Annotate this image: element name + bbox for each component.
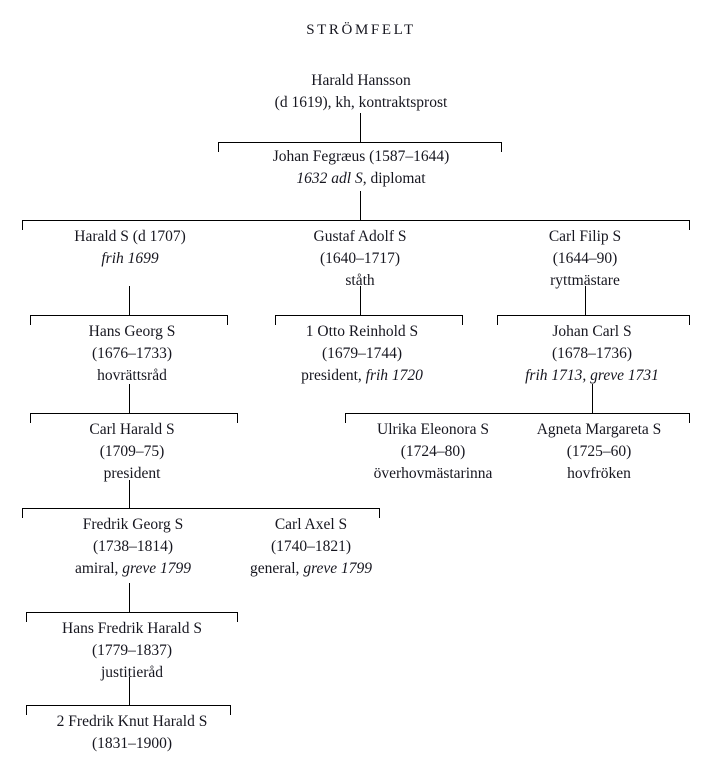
person-line: Fredrik Georg S [82,516,184,533]
person-node-fredrik-knut-harald-s: 2 Fredrik Knut Harald S (1831–1900) [30,711,234,755]
person-line: (d 1619), kh, kontraktsprost [274,94,448,111]
person-text-segment: general, [249,560,304,577]
person-text-segment: president, [301,367,366,384]
person-text-segment: greve 1799 [303,560,373,577]
stem-fegraeus-to-gen3 [360,191,361,221]
rail-hans-fredrik [26,612,238,622]
person-line: Harald Hansson [311,72,411,89]
person-line: Carl Harald S [89,421,175,438]
person-text-segment: amiral, [74,560,123,577]
person-line: 2 Fredrik Knut Harald S [56,713,208,730]
stem-hansfredrik-to-knut [129,677,130,706]
person-node-johan-fegraeus: Johan Fegræus (1587–1644) 1632 adl S, dip… [246,146,476,190]
stem-harald-to-hansgeorg [129,286,130,316]
rail-fredrik-carl [22,508,380,518]
person-line: (1725–60) [566,443,632,460]
person-line: (1724–80) [400,443,466,460]
person-node-carl-harald-s: Carl Harald S (1709–75) president [34,419,230,485]
person-node-otto-reinhold-s: 1 Otto Reinhold S (1679–1744) president, f… [264,321,460,387]
person-line: (1676–1733) [91,345,173,362]
rail-generation-3 [22,220,690,230]
person-line: 1 Otto Reinhold S [305,323,419,340]
person-node-ulrika-eleonora-s: Ulrika Eleonora S (1724–80) överhovmästari… [345,419,521,485]
person-node-hans-fredrik-harald-s: Hans Fredrik Harald S (1779–1837) justitie… [34,618,230,684]
person-line: frih 1699 [101,250,159,267]
rail-fredrik-knut [26,705,231,715]
person-node-harald-hansson: Harald Hansson (d 1619), kh, kontraktspro… [251,70,471,114]
person-line: (1640–1717) [319,250,401,267]
person-line: frih 1713, greve 1731 [525,367,659,384]
person-node-carl-axel-s: Carl Axel S (1740–1821) general, greve 179… [222,514,400,580]
person-line: Agneta Margareta S [536,421,662,438]
person-node-fredrik-georg-s: Fredrik Georg S (1738–1814) amiral, greve … [38,514,228,580]
person-line: (1740–1821) [270,538,352,555]
person-line: Carl Filip S [548,228,622,245]
rail-carl-harald [30,413,238,423]
person-line: Johan Fegræus (1587–1644) [272,148,450,165]
person-line: (1679–1744) [321,345,403,362]
person-line: hovrättsråd [97,367,167,384]
person-line: (1831–1900) [91,735,173,752]
person-node-johan-carl-s: Johan Carl S (1678–1736) frih 1713, greve … [494,321,690,387]
person-node-hans-georg-s: Hans Georg S (1676–1733) hovrättsråd [34,321,230,387]
rail-ulrika-agneta [345,413,690,423]
page-title: STRÖMFELT [306,22,416,38]
person-line: Johan Carl S [552,323,632,340]
person-line: överhovmästarinna [373,465,493,482]
person-line: justitieråd [101,664,163,681]
person-line: (1678–1736) [551,345,633,362]
person-line: (1644–90) [552,250,618,267]
person-line: ståth [345,272,375,289]
person-line: general, greve 1799 [222,558,400,580]
stem-carlfilip-to-johancarl [585,286,586,316]
stem-gustaf-to-otto [360,286,361,316]
person-line: president, frih 1720 [264,365,460,387]
person-line: (1779–1837) [91,642,173,659]
person-line: Carl Axel S [274,516,348,533]
stem-johancarl-to-daughters [592,384,593,414]
person-text-segment: frih 1720 [365,367,423,384]
person-line: Ulrika Eleonora S [377,421,489,438]
person-line: ryttmästare [550,272,620,289]
person-node-agneta-margareta-s: Agneta Margareta S (1725–60) hovfröken [511,419,687,485]
person-line: Hans Georg S [88,323,176,340]
person-node-harald-s: Harald S (d 1707) frih 1699 [30,226,230,270]
person-line: Hans Fredrik Harald S [62,620,202,637]
person-line: 1632 adl S, diplomat [246,168,476,190]
stem-hansson-to-fegraeus [360,113,361,143]
person-text-segment: greve 1799 [122,560,192,577]
rail-johan-carl [497,315,690,325]
stem-fredrik-to-hansfredrik [129,583,130,613]
person-node-gustaf-adolf-s: Gustaf Adolf S (1640–1717) ståth [262,226,458,292]
person-line: amiral, greve 1799 [38,558,228,580]
person-text-segment: , diplomat [362,170,426,187]
person-line: Harald S (d 1707) [74,228,186,245]
person-line: Gustaf Adolf S [313,228,407,245]
person-text-segment: 1632 adl S [296,170,363,187]
stem-carlharald-to-fredrik [129,480,130,509]
person-line: (1738–1814) [92,538,174,555]
rail-otto-reinhold [275,315,463,325]
person-line: president [103,465,161,482]
person-node-carl-filip-s: Carl Filip S (1644–90) ryttmästare [487,226,683,292]
person-line: (1709–75) [99,443,165,460]
stem-hansgeorg-to-carlharald [129,384,130,414]
person-line: hovfröken [567,465,631,482]
